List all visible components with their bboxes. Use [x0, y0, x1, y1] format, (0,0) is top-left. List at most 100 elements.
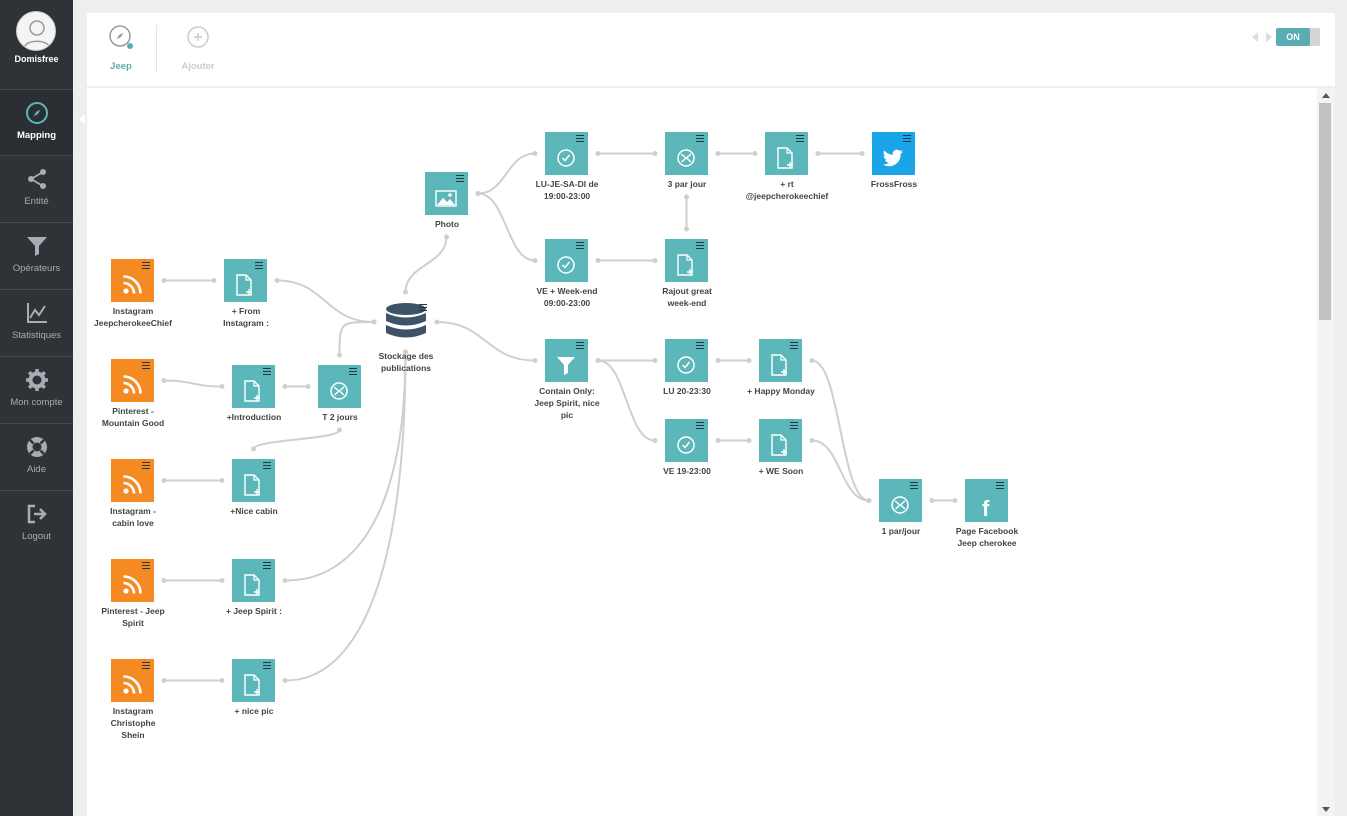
vertical-scrollbar[interactable]: [1317, 88, 1335, 816]
node-tile[interactable]: [111, 459, 154, 502]
sidebar-item-mapping[interactable]: Mapping: [0, 89, 73, 155]
node-menu-icon[interactable]: [142, 462, 150, 469]
node-menu-icon[interactable]: [696, 135, 704, 142]
node-tile[interactable]: [232, 365, 275, 408]
node-tile[interactable]: [232, 459, 275, 502]
node-menu-icon[interactable]: [263, 462, 271, 469]
flow-node-rajout[interactable]: Rajout great week-end: [662, 239, 712, 308]
on-off-toggle[interactable]: ON: [1276, 28, 1320, 46]
rss-icon: [123, 275, 142, 294]
node-menu-icon[interactable]: [142, 262, 150, 269]
node-tile[interactable]: [318, 365, 361, 408]
node-menu-icon[interactable]: [255, 262, 263, 269]
flow-node-pj[interactable]: 1 par/jour: [879, 479, 923, 536]
sidebar-item-logout[interactable]: Logout: [0, 490, 73, 556]
node-tile[interactable]: [545, 239, 588, 282]
flow-node-we[interactable]: + WE Soon: [759, 419, 803, 476]
node-tile[interactable]: [665, 339, 708, 382]
node-tile[interactable]: [879, 479, 922, 522]
node-menu-icon[interactable]: [142, 362, 150, 369]
connection-end-dot: [652, 438, 658, 443]
node-menu-icon[interactable]: [696, 422, 704, 429]
scroll-up-arrow-icon[interactable]: [1322, 93, 1330, 98]
user-avatar[interactable]: [16, 11, 56, 51]
node-menu-icon[interactable]: [790, 422, 798, 429]
flow-node-op1[interactable]: + From Instagram :: [223, 259, 269, 328]
node-menu-icon[interactable]: [910, 482, 918, 489]
node-menu-icon[interactable]: [349, 368, 357, 375]
node-menu-icon[interactable]: [419, 304, 427, 311]
node-menu-icon[interactable]: [263, 368, 271, 375]
node-tile[interactable]: [545, 132, 588, 175]
node-tile[interactable]: [759, 419, 802, 462]
node-menu-icon[interactable]: [903, 135, 911, 142]
connection-start-dot: [815, 151, 821, 156]
flow-node-src1[interactable]: Instagram JeepcherokeeChief: [94, 259, 172, 328]
node-tile[interactable]: [111, 559, 154, 602]
node-tile[interactable]: [384, 302, 427, 342]
flow-node-op2[interactable]: +Introduction: [227, 365, 281, 422]
node-tile[interactable]: [224, 259, 267, 302]
sidebar-item-statistiques[interactable]: Statistiques: [0, 289, 73, 355]
flow-node-photo[interactable]: Photo: [425, 172, 469, 229]
node-label: + nice pic: [234, 706, 274, 716]
flow-node-op5[interactable]: + Jeep Spirit :: [226, 559, 282, 616]
node-menu-icon[interactable]: [576, 242, 584, 249]
sidebar-item-aide[interactable]: Aide: [0, 423, 73, 489]
flow-node-db[interactable]: Stockage des publications: [379, 302, 433, 373]
scrollbar-thumb[interactable]: [1319, 103, 1331, 320]
flow-node-t2[interactable]: VE + Week-end 09:00-23:00: [536, 239, 598, 308]
node-menu-icon[interactable]: [790, 342, 798, 349]
flow-node-tw[interactable]: FrossFross: [871, 132, 917, 189]
node-tile[interactable]: [111, 659, 154, 702]
node-tile[interactable]: [665, 419, 708, 462]
flow-node-ve[interactable]: VE 19-23:00: [663, 419, 711, 476]
node-menu-icon[interactable]: [576, 342, 584, 349]
flow-node-lu[interactable]: LU 20-23:30: [663, 339, 711, 396]
node-menu-icon[interactable]: [576, 135, 584, 142]
sidebar-item-entite[interactable]: Entité: [0, 155, 73, 221]
flow-node-t1[interactable]: LU-JE-SA-DI de 19:00-23:00: [536, 132, 598, 201]
flow-node-op4[interactable]: +Nice cabin: [230, 459, 278, 516]
flow-node-r3[interactable]: 3 par jour: [665, 132, 709, 189]
node-tile[interactable]: f: [965, 479, 1008, 522]
node-tile[interactable]: [872, 132, 915, 175]
node-menu-icon[interactable]: [263, 662, 271, 669]
nav-arrows-icon[interactable]: [1250, 30, 1274, 44]
node-menu-icon[interactable]: [696, 342, 704, 349]
node-tile[interactable]: [111, 359, 154, 402]
node-tile[interactable]: [232, 559, 275, 602]
node-tile[interactable]: [425, 172, 468, 215]
flow-node-op6[interactable]: + nice pic: [232, 659, 276, 716]
node-tile[interactable]: [111, 259, 154, 302]
node-menu-icon[interactable]: [456, 175, 464, 182]
node-menu-icon[interactable]: [142, 662, 150, 669]
flow-node-filt[interactable]: Contain Only: Jeep Spirit, nice pic: [534, 339, 600, 420]
node-menu-icon[interactable]: [263, 562, 271, 569]
node-tile[interactable]: [545, 339, 588, 382]
flow-node-rt[interactable]: + rt @jeepcherokeechief: [746, 132, 828, 201]
flow-node-src2[interactable]: Pinterest - Mountain Good: [102, 359, 164, 428]
flow-node-src4[interactable]: Pinterest - Jeep Spirit: [101, 559, 165, 628]
node-tile[interactable]: [665, 239, 708, 282]
node-menu-icon[interactable]: [996, 482, 1004, 489]
node-menu-icon[interactable]: [142, 562, 150, 569]
node-tile[interactable]: [759, 339, 802, 382]
tab-jeep[interactable]: Jeep: [87, 13, 155, 86]
node-menu-icon[interactable]: [796, 135, 804, 142]
sidebar-item-operateurs[interactable]: Opérateurs: [0, 222, 73, 288]
flow-node-hm[interactable]: + Happy Monday: [747, 339, 815, 396]
node-tile[interactable]: [232, 659, 275, 702]
logout-icon: [27, 504, 47, 524]
scroll-down-arrow-icon[interactable]: [1322, 807, 1330, 812]
node-tile[interactable]: [765, 132, 808, 175]
node-menu-icon[interactable]: [696, 242, 704, 249]
flow-node-op3[interactable]: T 2 jours: [318, 365, 362, 422]
tab-ajouter[interactable]: Ajouter: [164, 13, 232, 86]
node-tile[interactable]: [665, 132, 708, 175]
flow-node-src5[interactable]: Instagram Christophe Shein: [111, 659, 155, 740]
sidebar-item-mon-compte[interactable]: Mon compte: [0, 356, 73, 422]
flow-node-src3[interactable]: Instagram - cabin love: [110, 459, 156, 528]
